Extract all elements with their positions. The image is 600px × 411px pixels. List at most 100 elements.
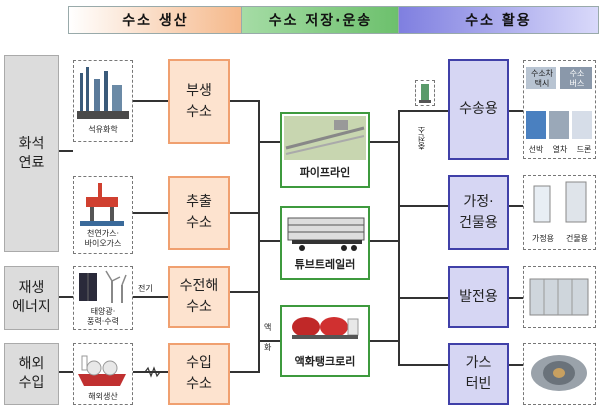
transport-image-box: 수소차 택시 수소 버스 선박 열차 드론 <box>523 60 596 159</box>
connector-line <box>398 110 400 365</box>
source-overseas: 해외 수입 <box>4 343 59 405</box>
connector-line <box>133 296 168 298</box>
connector-line <box>258 340 280 342</box>
lng-ship-icon <box>78 355 126 386</box>
train-caption: 열차 <box>552 145 568 154</box>
stage-production-label: 수소 생산 <box>122 13 189 29</box>
storage-pipeline-label: 파이프라인 <box>299 166 351 179</box>
taxi-caption-1: 수소차 <box>530 69 554 78</box>
method-extraction-line2: 수소 <box>186 215 212 231</box>
petrochemical-caption: 석유화학 <box>88 125 118 134</box>
connector-line <box>509 205 523 207</box>
connector-line <box>258 240 280 242</box>
power-plant-icon <box>529 278 589 316</box>
method-import-line1: 수입 <box>186 355 212 371</box>
method-extraction: 추출 수소 <box>168 176 230 250</box>
use-turbine-line1: 가스 <box>465 355 492 371</box>
use-home-building: 가정· 건물용 <box>448 175 509 250</box>
connector-line <box>509 364 523 366</box>
method-import: 수입 수소 <box>168 343 230 405</box>
connector-line <box>59 371 73 373</box>
renewable-caption-2: 풍력·수력 <box>87 317 119 326</box>
stage-storage-label: 수소 저장·운송 <box>268 13 373 29</box>
ship-caption: 선박 <box>528 145 544 154</box>
use-gas-turbine: 가스 터빈 <box>448 343 509 405</box>
fuel-cell-units-icon <box>533 181 587 223</box>
source-fossil-line1: 화석 <box>18 135 45 152</box>
tube-trailer-icon <box>287 217 365 251</box>
connector-line <box>59 296 73 298</box>
power-image-box <box>523 266 596 328</box>
natural-gas-image-box: 천연가스· 바이오가스 <box>73 176 133 254</box>
offshore-platform-icon <box>80 183 124 226</box>
stage-utilization: 수소 활용 <box>398 6 599 34</box>
charging-station-image <box>415 80 435 106</box>
stage-production: 수소 생산 <box>68 6 243 34</box>
vehicles-icon <box>526 67 592 139</box>
connector-line <box>370 340 399 342</box>
renewable-caption-1: 태양광· <box>90 307 116 316</box>
storage-tube-trailer: 튜브트레일러 <box>280 206 370 280</box>
liquefaction-label-1: 액 <box>264 323 272 332</box>
use-home-line2: 건물용 <box>459 214 498 231</box>
method-electrolysis-line1: 수전해 <box>179 278 219 294</box>
connector-line <box>370 141 399 143</box>
connector-line <box>133 371 168 373</box>
connector-line <box>370 240 399 242</box>
method-electrolysis-line2: 수소 <box>186 299 212 315</box>
connector-line <box>258 141 280 143</box>
source-fossil-fuel: 화석 연료 <box>4 55 59 252</box>
home-caption: 가정용 <box>531 234 555 243</box>
connector-line <box>398 110 448 112</box>
natural-gas-caption-1: 천연가스· <box>87 229 119 238</box>
method-byproduct: 부생 수소 <box>168 59 230 144</box>
storage-liquefied-tank-label: 액화탱크로리 <box>294 355 356 368</box>
stage-utilization-label: 수소 활용 <box>465 13 532 29</box>
connector-line <box>230 291 259 293</box>
use-power-line1: 발전용 <box>459 288 498 305</box>
electricity-label: 전기 <box>138 284 153 293</box>
gas-turbine-icon <box>531 355 587 391</box>
tank-lorry-icon <box>292 317 359 339</box>
method-byproduct-line1: 부생 <box>186 82 212 99</box>
connector-line <box>59 150 73 152</box>
use-transport-line1: 수송용 <box>459 101 498 117</box>
use-transport: 수송용 <box>448 59 509 160</box>
use-home-line1: 가정· <box>463 193 494 210</box>
use-turbine-line2: 터빈 <box>465 376 492 392</box>
refinery-icon <box>77 67 129 119</box>
connector-line <box>398 205 448 207</box>
overseas-caption: 해외생산 <box>88 392 118 401</box>
drone-caption: 드론 <box>576 145 592 154</box>
connector-line <box>230 100 259 102</box>
bus-caption-1: 수소 <box>569 69 585 78</box>
source-renewable-line2: 에너지 <box>12 299 51 315</box>
connector-line <box>230 371 259 373</box>
source-renewable-line1: 재생 <box>18 280 45 296</box>
use-power: 발전용 <box>448 266 509 328</box>
connector-line <box>133 212 168 214</box>
building-caption: 건물용 <box>565 234 589 243</box>
connector-line <box>258 100 260 373</box>
home-building-image-box: 가정용 건물용 <box>523 175 596 250</box>
source-overseas-line1: 해외 <box>18 356 45 372</box>
source-fossil-line2: 연료 <box>18 154 45 171</box>
pipeline-icon <box>284 116 366 160</box>
overseas-image-box: 해외생산 <box>73 343 133 405</box>
method-byproduct-line2: 수소 <box>186 103 212 120</box>
method-extraction-line1: 추출 <box>186 194 212 210</box>
solar-wind-icon <box>79 270 127 303</box>
storage-pipeline: 파이프라인 <box>280 112 370 188</box>
charging-station-text: 충전소 <box>417 126 426 150</box>
connector-line <box>133 100 168 102</box>
petrochemical-image-box: 석유화학 <box>73 60 133 142</box>
connector-line <box>230 212 259 214</box>
source-renewable: 재생 에너지 <box>4 266 59 330</box>
method-electrolysis: 수전해 수소 <box>168 266 230 328</box>
connector-line <box>509 110 523 112</box>
turbine-image-box <box>523 343 596 405</box>
source-overseas-line2: 수입 <box>18 375 45 391</box>
charging-station-icon <box>419 84 431 103</box>
connector-line <box>509 297 523 299</box>
stage-storage: 수소 저장·운송 <box>241 6 400 34</box>
